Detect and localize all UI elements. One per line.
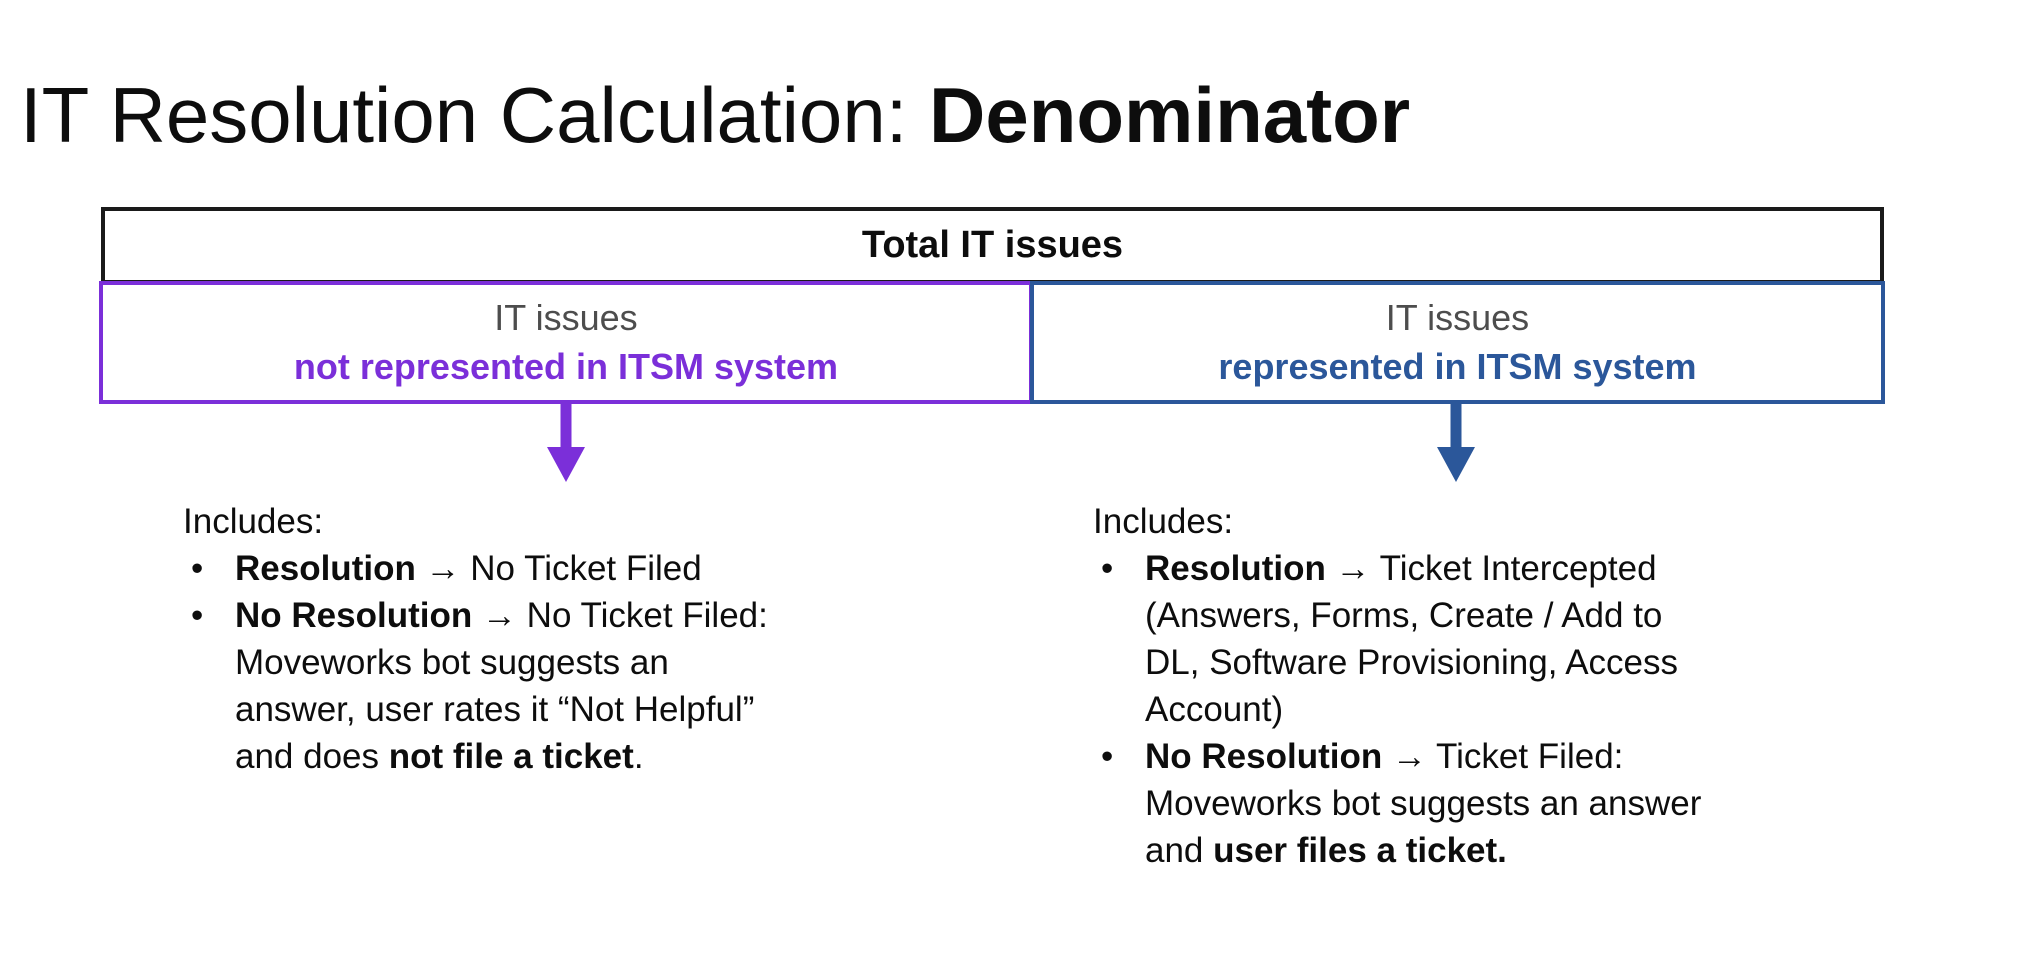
not-represented-box: IT issues not represented in ITSM system xyxy=(99,281,1033,404)
right-bullet-2-text: No Resolution → Ticket Filed: Moveworks … xyxy=(1145,737,1702,870)
represented-details: Includes: • Resolution → Ticket Intercep… xyxy=(1093,498,1705,874)
right-bullet-1-text: Resolution → Ticket Intercepted (Answers… xyxy=(1145,549,1679,729)
represented-box: IT issues represented in ITSM system xyxy=(1030,281,1885,404)
blue-down-arrow-icon xyxy=(1437,403,1475,482)
represented-box-line1: IT issues xyxy=(1385,296,1530,338)
not-represented-details: Includes: • Resolution → No Ticket Filed… xyxy=(183,498,793,780)
left-bullet-list: • Resolution → No Ticket Filed • No Reso… xyxy=(183,545,793,780)
bullet-icon: • xyxy=(1101,737,1114,776)
right-includes-label: Includes: xyxy=(1093,502,1234,541)
page-title-emphasis: Denominator xyxy=(929,71,1411,160)
left-includes-label: Includes: xyxy=(183,502,324,541)
list-item: • No Resolution → No Ticket Filed: Movew… xyxy=(183,592,793,780)
list-item: • Resolution → Ticket Intercepted (Answe… xyxy=(1093,545,1705,733)
represented-box-line2: represented in ITSM system xyxy=(1218,345,1697,387)
right-bullet-list: • Resolution → Ticket Intercepted (Answe… xyxy=(1093,545,1705,874)
bullet-icon: • xyxy=(191,549,204,588)
not-represented-box-line2: not represented in ITSM system xyxy=(293,345,839,387)
total-it-issues-label: Total IT issues xyxy=(861,224,1124,266)
list-item: • No Resolution → Ticket Filed: Movework… xyxy=(1093,733,1705,874)
list-item: • Resolution → No Ticket Filed xyxy=(183,545,793,592)
total-it-issues-box: Total IT issues xyxy=(101,207,1884,284)
left-bullet-1-text: Resolution → No Ticket Filed xyxy=(235,549,702,588)
left-bullet-2-text: No Resolution → No Ticket Filed: Movewor… xyxy=(235,596,768,776)
not-represented-box-line1: IT issues xyxy=(494,296,638,338)
page-title-prefix: IT Resolution Calculation: xyxy=(20,71,930,160)
page-title: IT Resolution Calculation: Denominator xyxy=(20,72,1410,159)
purple-down-arrow-icon xyxy=(547,403,585,482)
bullet-icon: • xyxy=(191,596,204,635)
bullet-icon: • xyxy=(1101,549,1114,588)
